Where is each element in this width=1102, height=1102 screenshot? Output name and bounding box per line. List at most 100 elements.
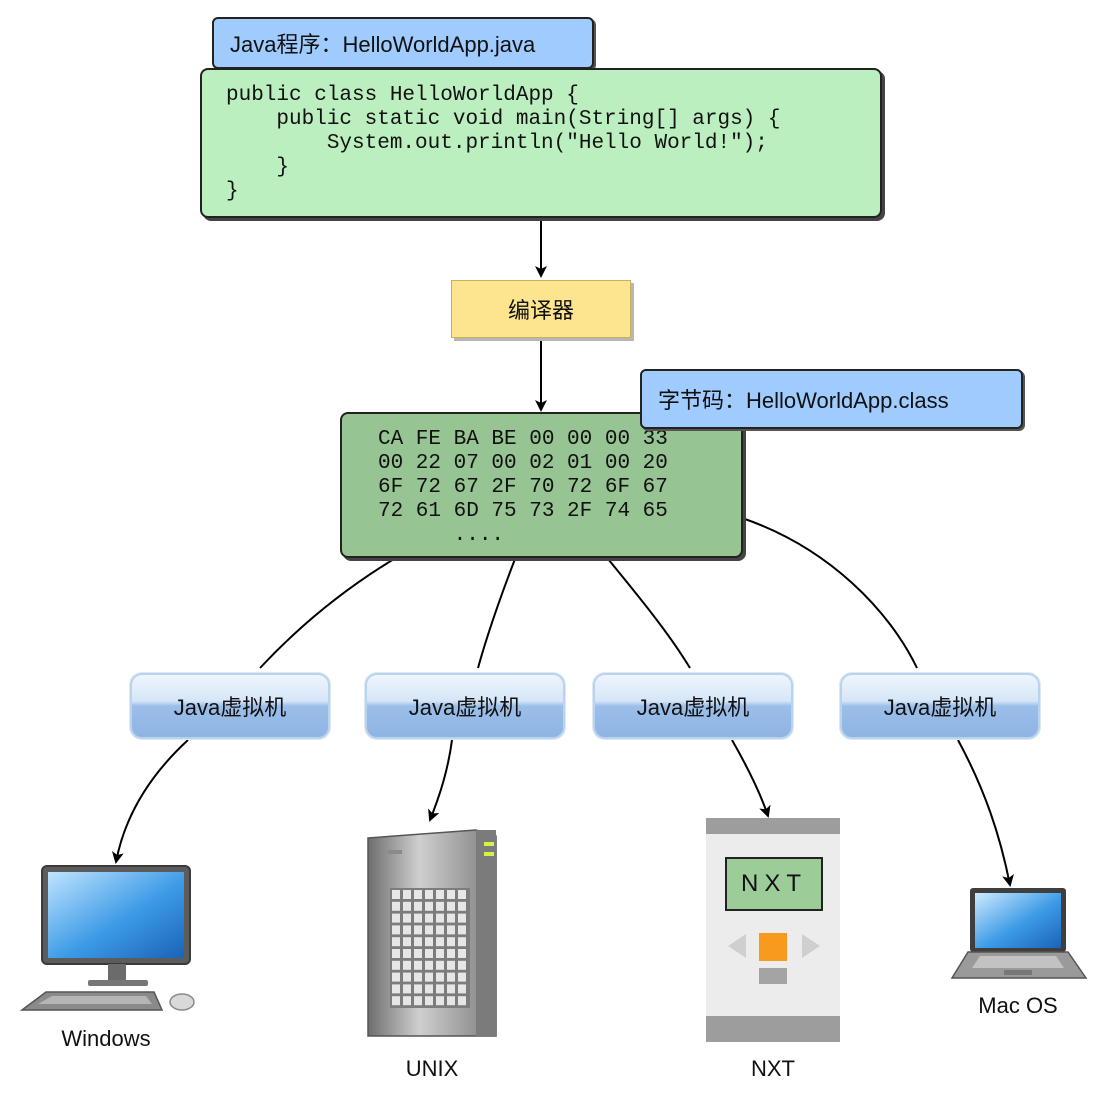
arrow-jvm-to-macos <box>957 739 1014 887</box>
bytecode-file-tag: 字节码：HelloWorldApp.class <box>640 369 1023 429</box>
server-vent <box>392 890 400 899</box>
source-file-tag: Java程序：HelloWorldApp.java <box>212 17 594 69</box>
server-vent <box>436 996 444 1006</box>
server-vent <box>403 960 411 970</box>
server-vent <box>392 925 400 935</box>
server-vent <box>436 913 444 923</box>
server-vent <box>447 984 455 994</box>
platform-label-nxt: NXT <box>751 1056 795 1081</box>
jvm-box-nxt: Java虚拟机 <box>593 673 793 739</box>
server-vent <box>414 960 422 970</box>
server-vent <box>425 890 433 899</box>
arrow-jvm-to-nxt <box>731 739 771 818</box>
server-vent <box>414 996 422 1006</box>
server-vent <box>458 984 466 994</box>
server-vent <box>425 913 433 923</box>
server-vent <box>436 901 444 911</box>
server-vent <box>436 984 444 994</box>
jvm-label: Java虚拟机 <box>408 695 522 720</box>
server-vent <box>458 925 466 935</box>
server-vent <box>425 996 433 1006</box>
compiler-box: 编译器 <box>451 280 631 338</box>
server-vent <box>458 901 466 911</box>
server-vent <box>458 949 466 958</box>
server-vent <box>414 890 422 899</box>
server-vent <box>414 972 422 982</box>
server-vent <box>414 913 422 923</box>
bytecode-hex: CA FE BA BE 00 00 00 33 00 22 07 00 02 0… <box>378 428 668 547</box>
server-vent <box>447 996 455 1006</box>
server-vent <box>436 890 444 899</box>
server-vent <box>414 925 422 935</box>
server-vent <box>447 913 455 923</box>
server-vent <box>414 984 422 994</box>
line-bytecode-to-jvm-2 <box>477 558 516 669</box>
server-vent <box>436 960 444 970</box>
server-vent <box>425 960 433 970</box>
compiler-label: 编译器 <box>507 298 574 323</box>
jvm-box-unix: Java虚拟机 <box>365 673 565 739</box>
server-vent <box>436 972 444 982</box>
server-vent <box>392 901 400 911</box>
server-vent <box>392 996 400 1006</box>
server-vent <box>458 972 466 982</box>
server-vent <box>414 901 422 911</box>
server-vent <box>403 949 411 958</box>
jvm-label: Java虚拟机 <box>173 695 287 720</box>
laptop-icon <box>950 888 1088 979</box>
server-vent <box>403 984 411 994</box>
server-vent <box>425 937 433 947</box>
server-vent <box>425 984 433 994</box>
server-vent <box>403 996 411 1006</box>
bytecode-box: CA FE BA BE 00 00 00 33 00 22 07 00 02 0… <box>340 412 743 558</box>
server-vent <box>392 960 400 970</box>
server-vent <box>447 949 455 958</box>
server-vent <box>403 925 411 935</box>
server-vent <box>447 972 455 982</box>
server-vent <box>425 901 433 911</box>
server-vent <box>403 901 411 911</box>
server-vent <box>403 890 411 899</box>
server-vent <box>436 949 444 958</box>
server-vent <box>447 890 455 899</box>
jvm-label: Java虚拟机 <box>883 695 997 720</box>
server-vent <box>425 949 433 958</box>
line-bytecode-to-jvm-4 <box>741 517 918 669</box>
bytecode-file-title: 字节码：HelloWorldApp.class <box>658 388 949 413</box>
platform-label-macos: Mac OS <box>978 993 1058 1018</box>
server-vent <box>447 937 455 947</box>
platform-label-unix: UNIX <box>405 1056 459 1081</box>
server-vent <box>392 984 400 994</box>
desktop-computer-icon <box>19 865 195 1011</box>
jvm-box-macos: Java虚拟机 <box>840 673 1040 739</box>
server-vent <box>403 937 411 947</box>
source-code: public class HelloWorldApp { public stat… <box>226 84 781 203</box>
source-code-box: public class HelloWorldApp { public stat… <box>200 68 882 218</box>
server-vent <box>425 925 433 935</box>
server-vent <box>392 913 400 923</box>
server-vent <box>447 925 455 935</box>
server-vent <box>458 996 466 1006</box>
server-vent <box>447 960 455 970</box>
server-vent <box>458 890 466 899</box>
nxt-screen-text: NXT <box>741 870 807 897</box>
server-vent <box>458 913 466 923</box>
server-vent <box>458 960 466 970</box>
server-vent <box>436 925 444 935</box>
server-vent <box>458 937 466 947</box>
server-vent <box>392 949 400 958</box>
line-bytecode-to-jvm-3 <box>607 558 691 669</box>
server-vent <box>425 972 433 982</box>
server-vent <box>392 972 400 982</box>
line-bytecode-to-jvm-1 <box>259 558 395 669</box>
jvm-box-windows: Java虚拟机 <box>130 673 330 739</box>
server-vent <box>403 913 411 923</box>
server-vent <box>436 937 444 947</box>
server-tower-icon <box>367 829 497 1037</box>
arrow-jvm-to-windows <box>111 739 189 864</box>
server-vent <box>414 937 422 947</box>
server-vent <box>414 949 422 958</box>
jvm-label: Java虚拟机 <box>636 695 750 720</box>
platform-label-windows: Windows <box>61 1026 151 1051</box>
